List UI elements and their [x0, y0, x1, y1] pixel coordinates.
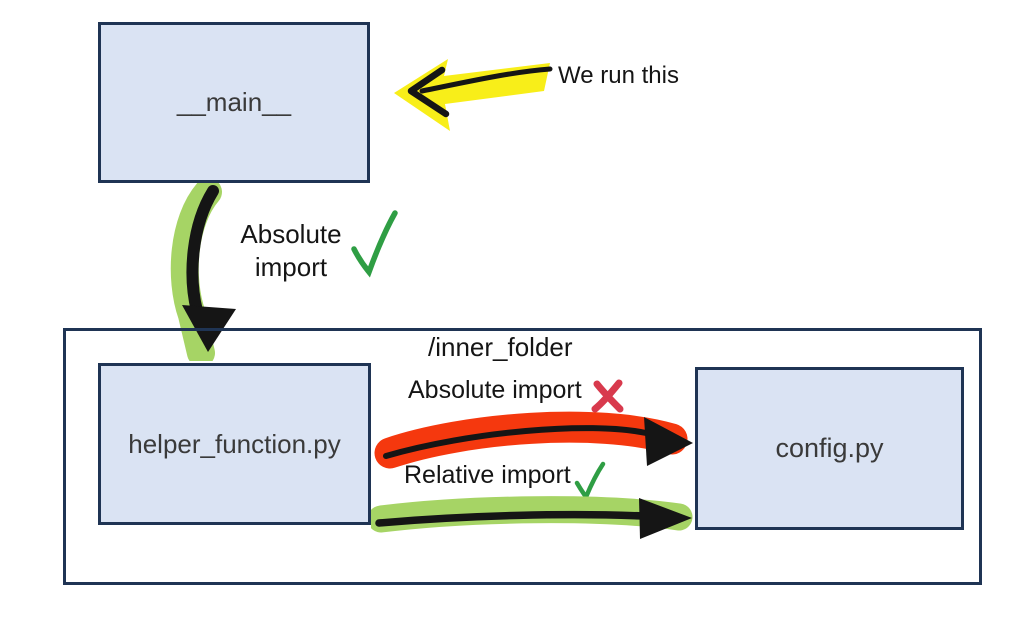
- green-arrow-head: [639, 498, 692, 539]
- check-mark-path: [351, 210, 398, 278]
- left-arrow-head: [407, 66, 450, 118]
- absolute-import-right-label: Absolute import: [408, 376, 626, 414]
- relative-import-right-label: Relative import: [404, 461, 607, 501]
- down-arrow-shaft: [186, 185, 219, 317]
- config-label: config.py: [775, 433, 884, 463]
- config-box: config.py: [695, 367, 964, 530]
- cross-icon: [591, 379, 624, 413]
- red-arrow-head: [644, 417, 693, 466]
- right-arrow-icon: [374, 411, 693, 469]
- left-arrow-shaft: [419, 66, 553, 94]
- green-arrow-shaft: [375, 510, 647, 527]
- main-module-box: __main__: [98, 22, 370, 183]
- red-arrow-shaft: [383, 425, 649, 459]
- helper-function-label: helper_function.py: [128, 428, 341, 459]
- absolute-import-right-text: Absolute import: [408, 376, 582, 404]
- cross-stroke-2: [591, 379, 623, 413]
- right-arrow-icon: [371, 496, 693, 539]
- check-icon: [351, 210, 398, 278]
- inner-folder-label: /inner_folder: [428, 332, 573, 362]
- absolute-import-down-line2: import: [254, 252, 328, 282]
- left-arrow-icon: [394, 59, 553, 131]
- absolute-import-down-label: Absolute import: [232, 218, 350, 284]
- inner-folder-container-box: [63, 328, 982, 585]
- helper-function-box: helper_function.py: [98, 363, 371, 525]
- run-this-label: We run this: [558, 62, 679, 89]
- relative-import-right-text: Relative import: [404, 461, 571, 489]
- absolute-import-down-line1: Absolute: [240, 219, 342, 249]
- main-module-label: __main__: [176, 87, 292, 117]
